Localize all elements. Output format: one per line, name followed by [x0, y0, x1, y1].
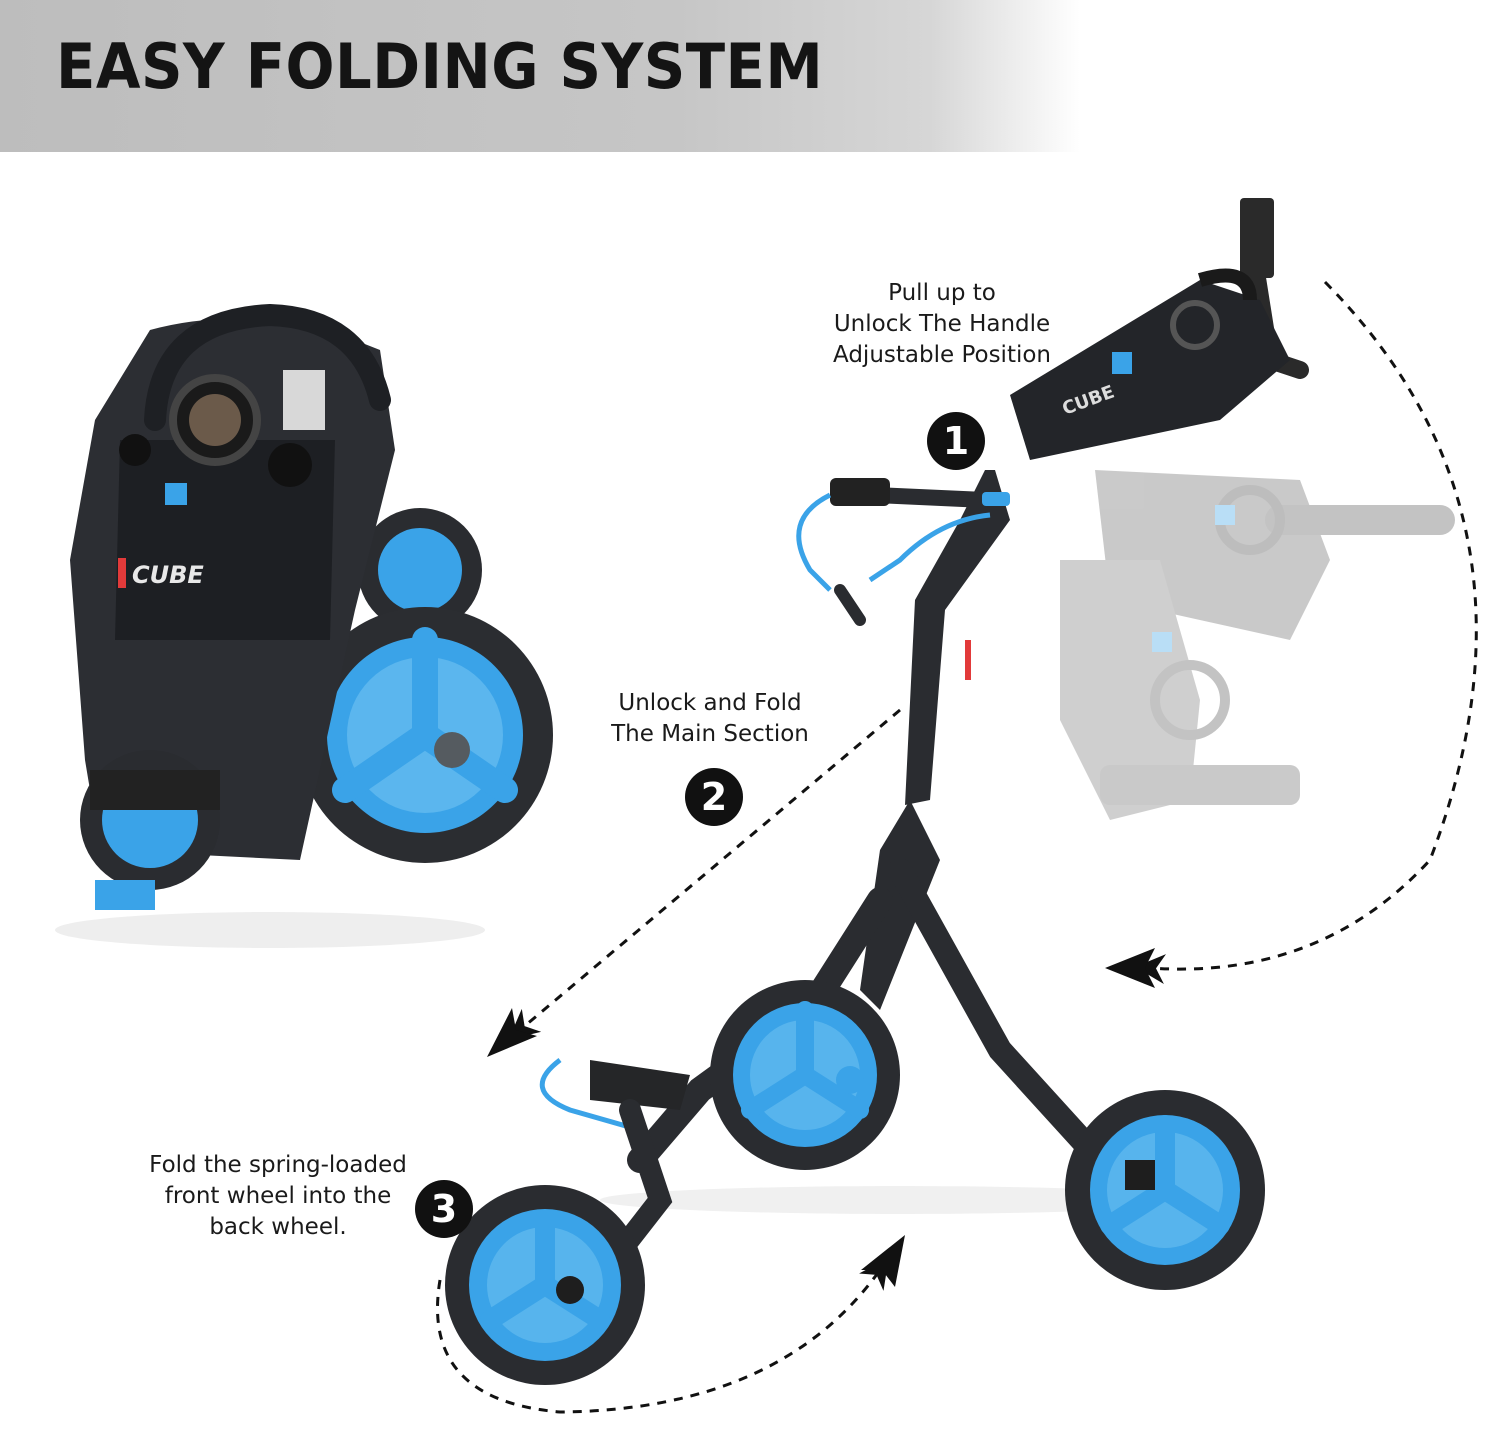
header-banner: EASY FOLDING SYSTEM: [0, 0, 1500, 152]
folded-cart-image: CUBE: [55, 303, 553, 948]
step-2-label: Unlock and Fold The Main Section: [611, 690, 809, 747]
ghost-handle-position: [1060, 470, 1455, 820]
arrow-main-fold: [508, 708, 901, 1040]
arrowheads: [487, 948, 1155, 1287]
unfolded-cart-image: CUBE: [445, 198, 1309, 1385]
logo-text-left: CUBE: [132, 561, 204, 589]
step-2-badge: 2: [685, 768, 743, 826]
step-3-badge: 3: [415, 1180, 473, 1238]
fold-arrows: [436, 280, 1478, 1414]
step-1-badge: 1: [927, 412, 985, 470]
step-1-label: Pull up to Unlock The Handle Adjustable …: [833, 280, 1051, 368]
arrow-wheel-fold: [436, 1257, 889, 1414]
arrow-handle-fold: [1135, 280, 1478, 985]
step-3-label: Fold the spring-loaded front wheel into …: [149, 1152, 407, 1240]
banner-title: EASY FOLDING SYSTEM: [56, 30, 824, 103]
